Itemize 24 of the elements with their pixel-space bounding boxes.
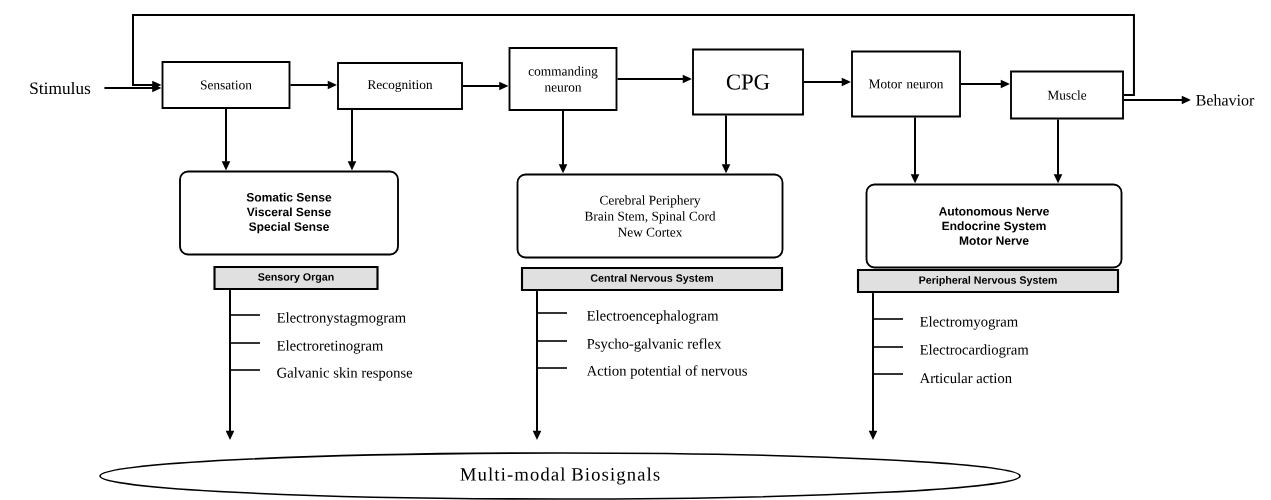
list-item: Articular action	[919, 372, 1012, 384]
list-item: Electrocardiogram	[920, 344, 1029, 358]
group-box: Autonomous Nerve Endocrine System Motor Nerve	[865, 183, 1123, 269]
list-item: Galvanic skin response	[277, 367, 413, 381]
list-item: Electronystagmogram	[277, 312, 406, 326]
process-box: Motor neuron	[851, 50, 961, 118]
list-item: Electroencephalogram	[587, 310, 719, 324]
group-box: Somatic Sense Visceral Sense Special Sense	[179, 170, 399, 256]
list-item: Action potential of nervous	[586, 365, 747, 379]
process-box: Muscle	[1010, 70, 1124, 120]
process-box: commanding neuron	[508, 47, 618, 111]
category-box: Sensory Organ	[213, 265, 379, 291]
list-item: Electromyogram	[920, 316, 1018, 330]
category-box: Peripheral Nervous System	[856, 268, 1120, 294]
category-box: Central Nervous System	[520, 266, 784, 292]
process-box: CPG	[692, 48, 804, 116]
list-item: Electroretinogram	[277, 340, 384, 354]
process-box: Sensation	[161, 61, 291, 109]
group-box: Cerebral Periphery Brain Stem, Spinal Cord New Cortex	[516, 173, 784, 259]
process-box: Recognition	[337, 62, 463, 110]
flow-text: Behavior	[1196, 94, 1255, 106]
flow-text: Stimulus	[30, 81, 91, 95]
list-item: Psycho-galvanic reflex	[587, 338, 722, 352]
arrow	[132, 14, 1135, 96]
